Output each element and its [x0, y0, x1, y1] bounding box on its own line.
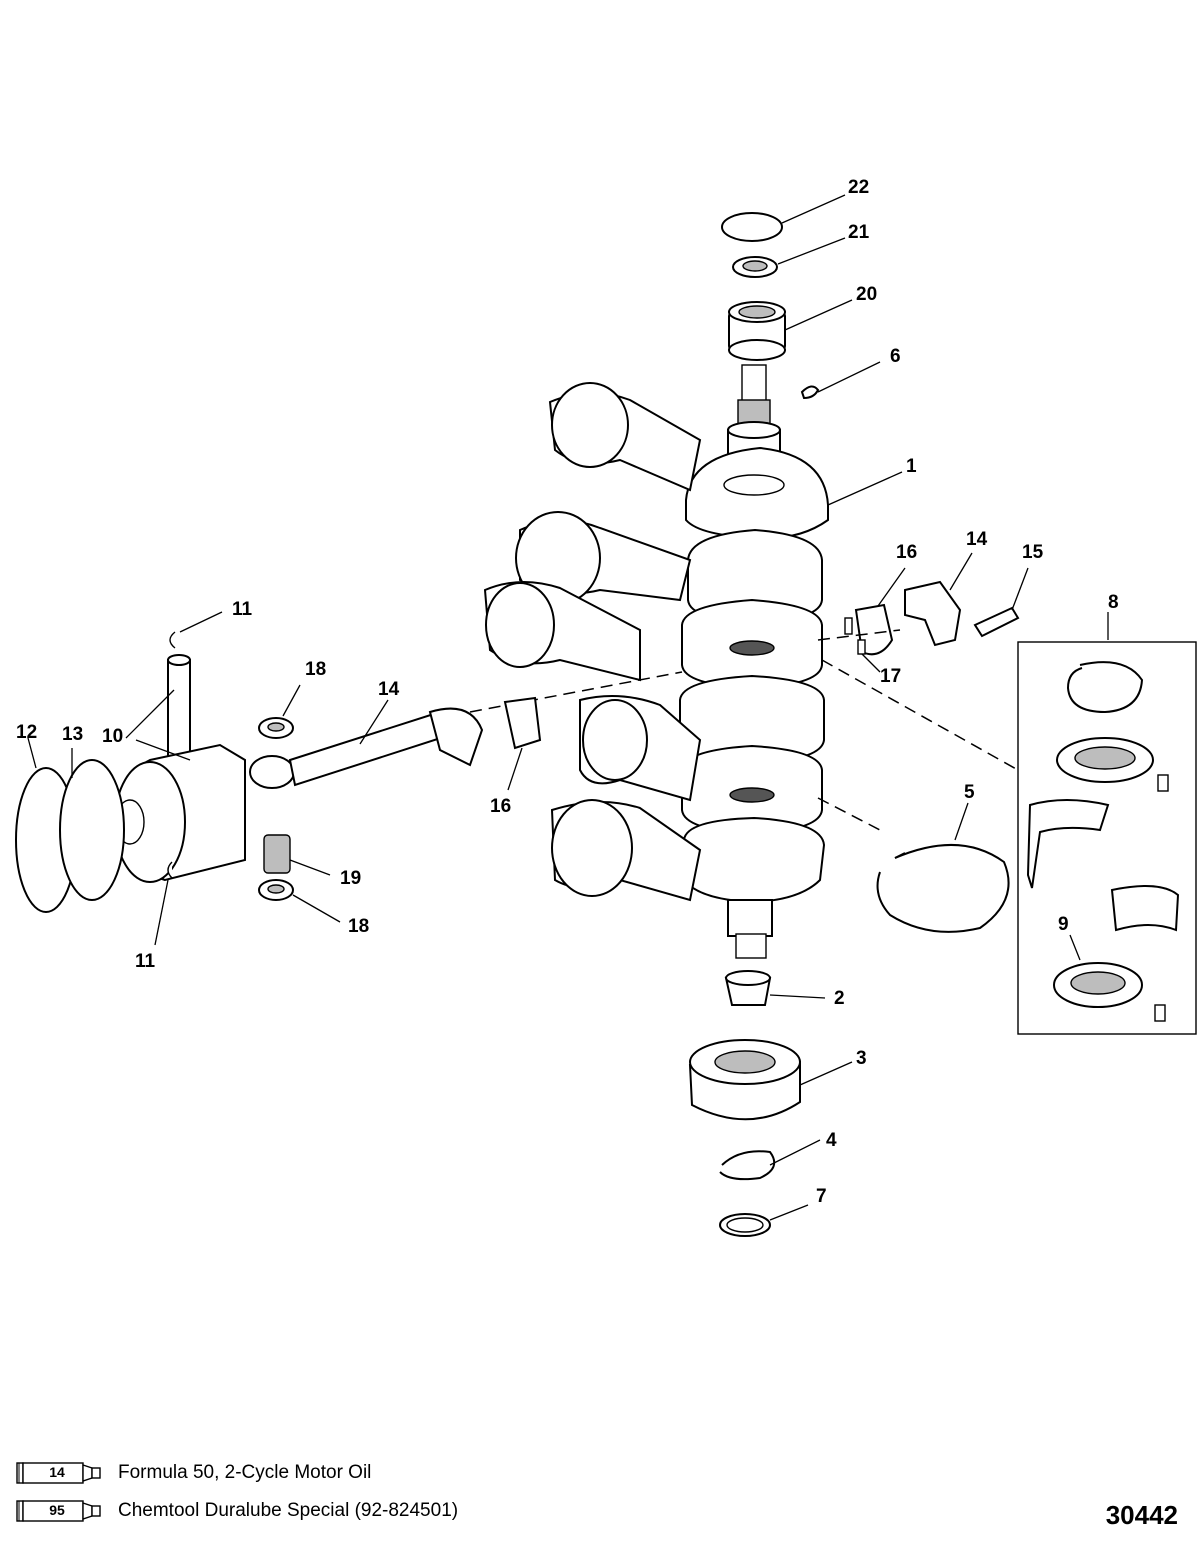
drawing-number: 30442 [1105, 1500, 1178, 1530]
callout-19: 19 [340, 868, 361, 889]
callout-2: 2 [834, 988, 845, 1009]
callout-labels: 22 21 20 6 1 16 14 15 8 17 11 18 14 12 1… [16, 177, 1119, 1207]
leader-lines [27, 194, 1109, 1221]
part-21-washer [732, 256, 778, 278]
legend-text: Chemtool Duralube Special (92-824501) [118, 1500, 459, 1521]
crank-pistons [483, 382, 702, 902]
callout-3: 3 [856, 1048, 867, 1069]
callout-17: 17 [880, 666, 901, 687]
callout-15: 15 [1022, 542, 1044, 563]
lubricant-tube-icon: 14 [16, 1461, 102, 1485]
roller-cage-upper [1056, 737, 1154, 783]
part-14-rod-cap-right [904, 580, 962, 647]
callout-18b: 18 [348, 916, 369, 937]
callout-11a: 11 [232, 599, 253, 620]
callout-9: 9 [1058, 914, 1069, 935]
part-4-retaining-ring [719, 1150, 776, 1181]
callout-20: 20 [856, 284, 877, 305]
part-18-washer-bottom [258, 879, 294, 901]
callout-16a: 16 [896, 542, 917, 563]
part-19-needle-bearing [263, 834, 291, 874]
part-20-bearing [728, 301, 786, 361]
callout-5: 5 [964, 782, 975, 803]
roller-cage-lower [1053, 962, 1143, 1008]
callout-22: 22 [848, 177, 869, 198]
callout-13: 13 [62, 724, 83, 745]
callout-4: 4 [826, 1130, 837, 1151]
part-11-clip-top [169, 631, 176, 649]
part-18-washer-top [258, 717, 294, 739]
part-6-key [800, 385, 820, 400]
tube-number: 95 [49, 1502, 65, 1518]
lubricant-tube-icon: 95 [16, 1499, 102, 1523]
part-11-clip-bottom [167, 861, 173, 879]
part-10-piston [114, 743, 246, 883]
legend-row-1: 14 Formula 50, 2-Cycle Motor Oil [16, 1458, 371, 1488]
part-1-crankshaft [679, 364, 829, 959]
callout-12: 12 [16, 722, 37, 743]
part-7-washer [719, 1213, 771, 1237]
callout-1: 1 [906, 456, 917, 477]
legend-row-2: 95 Chemtool Duralube Special (92-824501) [16, 1496, 458, 1526]
part-14-connecting-rod [249, 707, 484, 789]
callout-16b: 16 [490, 796, 511, 817]
part-10-piston-pin [167, 654, 191, 757]
callout-11b: 11 [135, 951, 156, 972]
callout-8: 8 [1108, 592, 1119, 613]
legend-text: Formula 50, 2-Cycle Motor Oil [118, 1462, 372, 1483]
callout-14a: 14 [966, 529, 988, 550]
callout-7: 7 [816, 1186, 827, 1207]
callout-6: 6 [890, 346, 901, 367]
tube-number: 14 [49, 1464, 65, 1480]
part-16-bearing-cage-left [503, 696, 542, 750]
bearing-kit-inset [1017, 641, 1197, 1035]
part-13-ring [59, 759, 125, 901]
part-22-ring [721, 212, 783, 242]
part-2-bushing [724, 970, 772, 1006]
callout-14b: 14 [378, 679, 400, 700]
callout-21: 21 [848, 222, 870, 243]
part-16-bearing-cage-right [844, 603, 894, 656]
part-5-ring [876, 843, 1010, 933]
part-15-bolt [973, 606, 1020, 638]
part-3-ball-bearing [688, 1039, 801, 1121]
callout-10: 10 [102, 726, 123, 747]
callout-18a: 18 [305, 659, 326, 680]
